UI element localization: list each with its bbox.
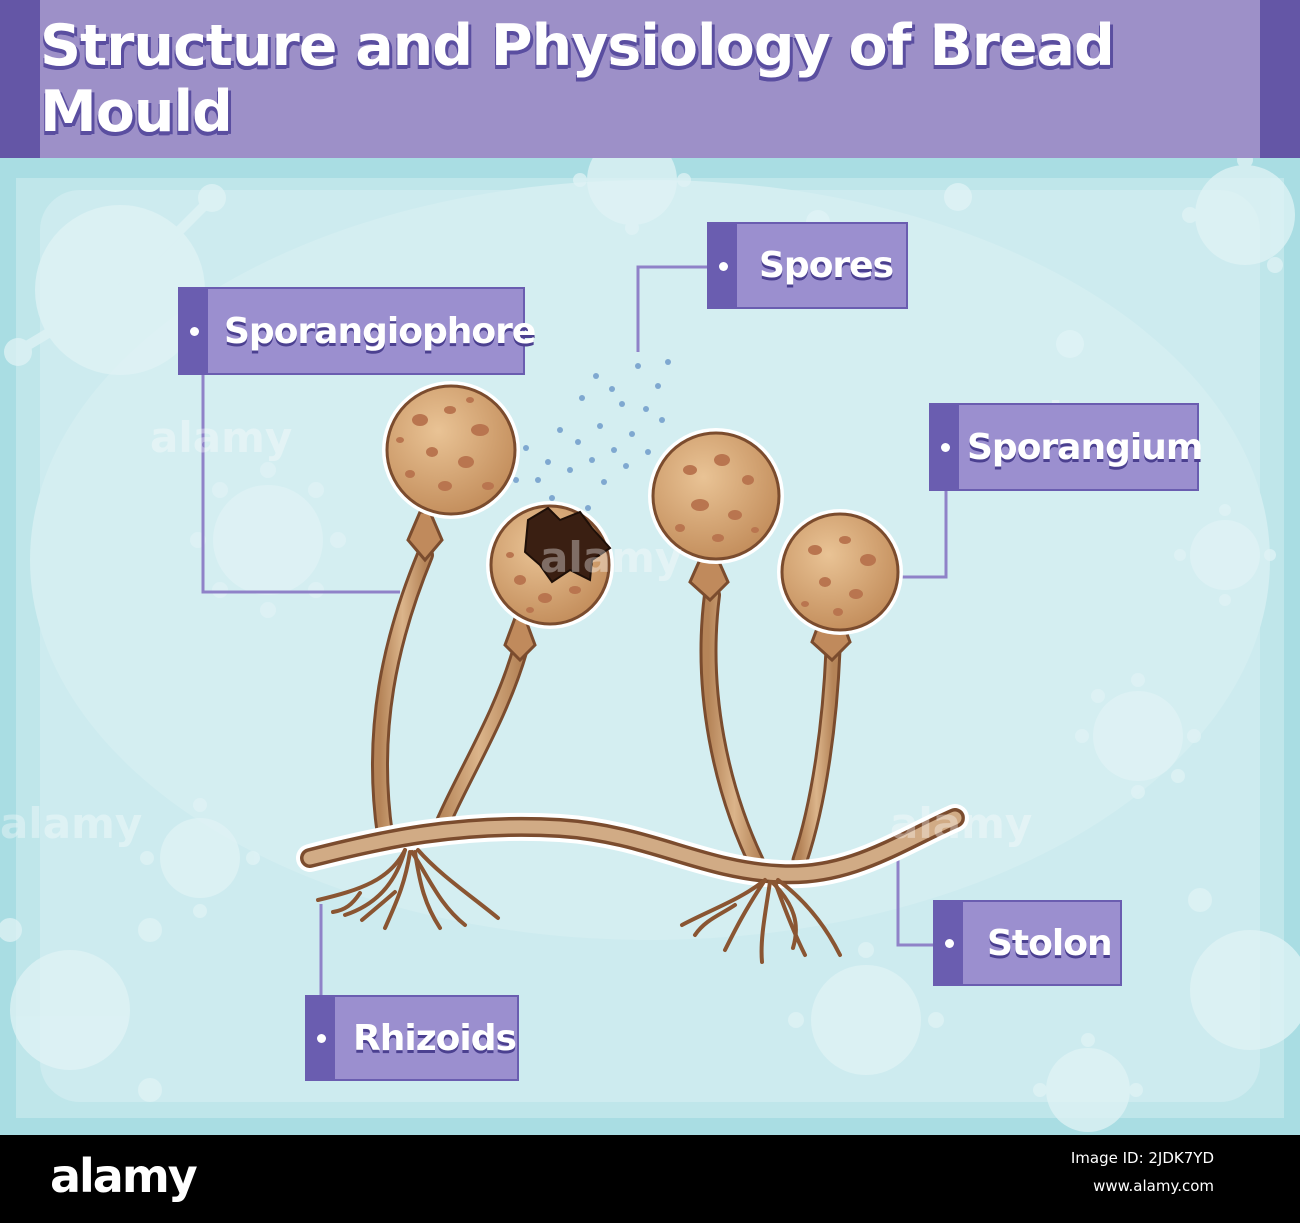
virus-icon bbox=[0, 918, 162, 1102]
label-rhizoids: Rhizoids bbox=[305, 995, 519, 1081]
virus-icon bbox=[140, 798, 260, 918]
label-accent bbox=[180, 289, 208, 373]
label-stolon: Stolon bbox=[933, 900, 1122, 986]
virus-icon bbox=[788, 942, 944, 1075]
burst-opening bbox=[523, 506, 612, 584]
watermark-text: alamy bbox=[0, 799, 142, 848]
stolon-hypha bbox=[296, 804, 969, 889]
watermark-text: alamy bbox=[150, 413, 292, 462]
footer-logo: alamy bbox=[50, 1149, 198, 1203]
label-text: Stolon bbox=[987, 922, 1113, 964]
label-sporangiophore: Sporangiophore bbox=[178, 287, 536, 375]
watermark-text: alamy bbox=[540, 533, 682, 582]
label-accent bbox=[935, 902, 963, 984]
virus-icon bbox=[1188, 888, 1300, 1050]
virus-icon bbox=[806, 183, 1084, 358]
virus-icon bbox=[1182, 152, 1295, 273]
label-spores: Spores bbox=[707, 222, 908, 309]
virus-decoration-group bbox=[0, 135, 1300, 1132]
label-accent bbox=[307, 997, 335, 1079]
bullet-icon bbox=[945, 939, 954, 948]
label-text: Spores bbox=[759, 245, 894, 286]
sporangiophore-stalks bbox=[370, 546, 842, 879]
bullet-icon bbox=[190, 327, 199, 336]
footer-url: www.alamy.com bbox=[1093, 1177, 1214, 1195]
label-accent bbox=[931, 405, 959, 489]
diagram-art: alamy alamy alamy alamy alamy alamy alam… bbox=[0, 0, 1300, 1135]
bullet-icon bbox=[719, 261, 728, 271]
label-sporangium: Sporangium bbox=[929, 403, 1203, 491]
page-title: Structure and Physiology of Bread Mould bbox=[40, 13, 1115, 145]
stalk-1 bbox=[373, 549, 431, 841]
virus-icon bbox=[1033, 1033, 1143, 1132]
sporangium-4 bbox=[777, 509, 903, 663]
rhizoids-left bbox=[316, 848, 500, 930]
sporangium-3 bbox=[648, 428, 784, 603]
label-text: Sporangium bbox=[967, 426, 1203, 468]
label-text: Sporangiophore bbox=[224, 310, 536, 352]
watermark-text: alamy bbox=[890, 799, 1032, 848]
stolon-connector bbox=[896, 842, 935, 947]
sporangium-2-burst bbox=[486, 501, 614, 663]
sporangium-connector bbox=[896, 490, 948, 579]
title-bar-right-accent bbox=[1260, 0, 1300, 158]
stalk-4 bbox=[794, 644, 839, 866]
virus-icon bbox=[4, 184, 226, 375]
stalk-2 bbox=[432, 644, 526, 841]
sporangiophore-connector bbox=[201, 372, 400, 594]
bullet-icon bbox=[317, 1034, 326, 1043]
connector-lines bbox=[201, 265, 948, 996]
virus-icon bbox=[1075, 673, 1201, 799]
spores-connector bbox=[636, 265, 709, 352]
footer-image-id: Image ID: 2JDK7YD bbox=[1070, 1149, 1214, 1167]
stalk-3 bbox=[702, 589, 766, 876]
title-bar: Structure and Physiology of Bread Mould bbox=[0, 0, 1300, 158]
label-text: Rhizoids bbox=[353, 1017, 517, 1059]
sporangium-1 bbox=[382, 381, 520, 563]
virus-icon bbox=[1174, 504, 1276, 606]
rhizoids-right bbox=[680, 878, 842, 964]
title-bar-left-accent bbox=[0, 0, 40, 158]
bullet-icon bbox=[941, 443, 950, 452]
label-accent bbox=[709, 224, 737, 307]
footer-bar: alamy Image ID: 2JDK7YD www.alamy.com bbox=[0, 1135, 1300, 1223]
diagram-canvas: alamy alamy alamy alamy alamy alamy alam… bbox=[0, 0, 1300, 1135]
